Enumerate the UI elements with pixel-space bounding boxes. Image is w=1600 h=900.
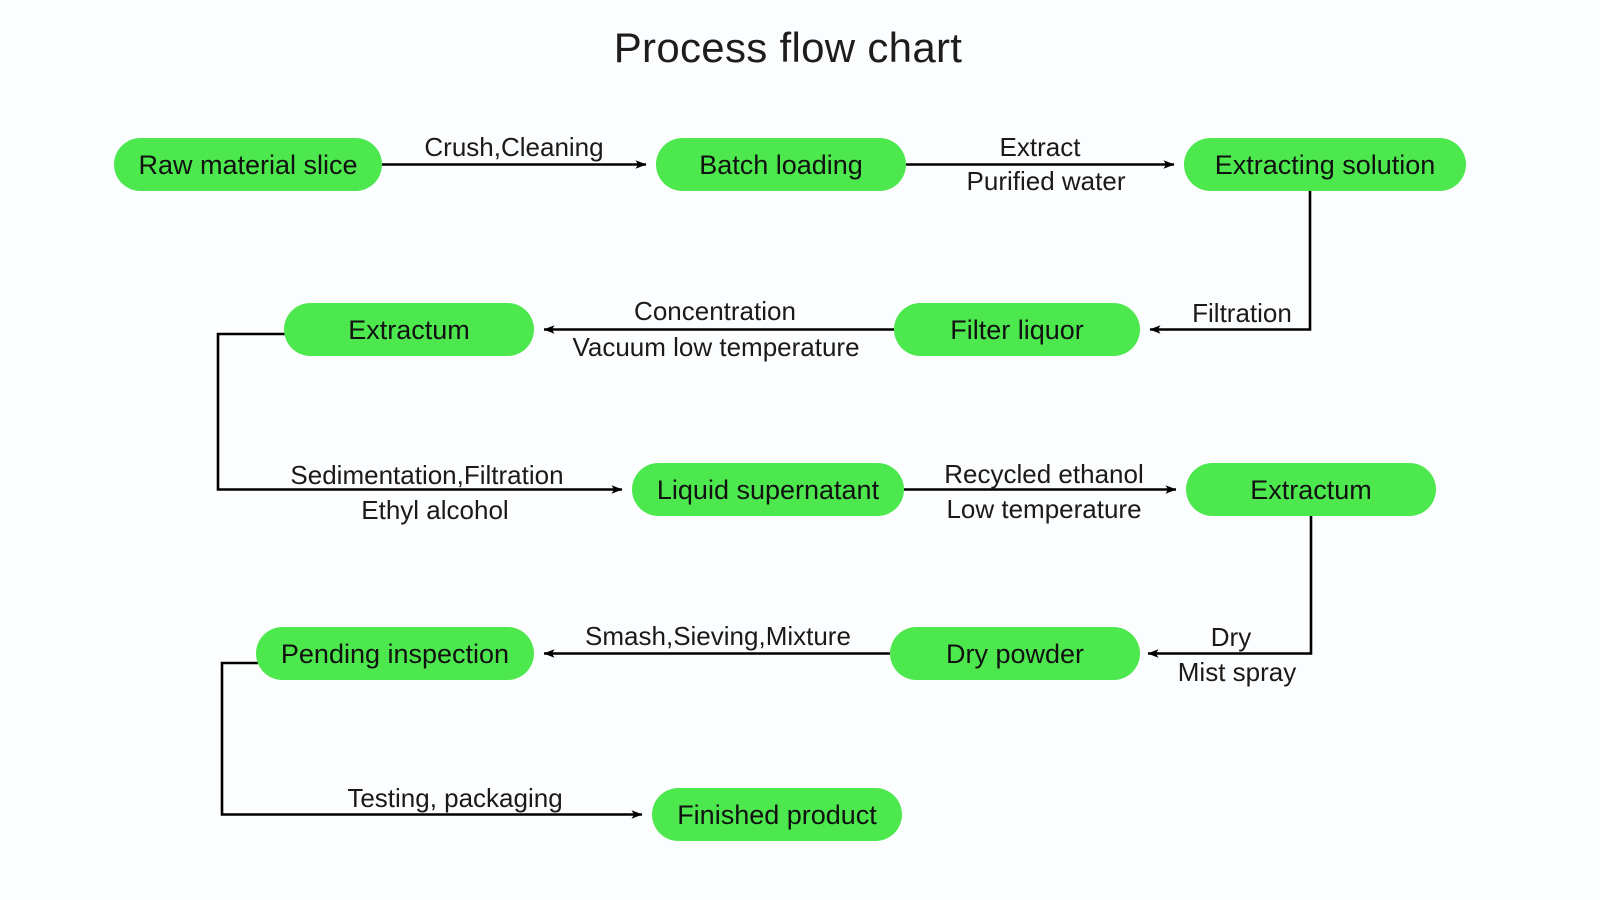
- node-liquid-supernatant[interactable]: Liquid supernatant: [632, 463, 904, 516]
- node-shape[interactable]: [894, 303, 1140, 356]
- node-extractum-1[interactable]: Extractum: [284, 303, 534, 356]
- node-label: Pending inspection: [281, 639, 509, 669]
- node-label: Dry powder: [946, 639, 1084, 669]
- node-shape[interactable]: [890, 627, 1140, 680]
- edge-label-below: Mist spray: [1178, 657, 1296, 687]
- node-shape[interactable]: [656, 138, 906, 191]
- node-dry-powder[interactable]: Dry powder: [890, 627, 1140, 680]
- edge-label-above: Recycled ethanol: [944, 459, 1143, 489]
- node-extracting-solution[interactable]: Extracting solution: [1184, 138, 1466, 191]
- node-shape[interactable]: [1186, 463, 1436, 516]
- node-filter-liquor[interactable]: Filter liquor: [894, 303, 1140, 356]
- edge-label-above: Smash,Sieving,Mixture: [585, 621, 851, 651]
- node-label: Extractum: [1250, 475, 1372, 505]
- edge-label-above: Concentration: [634, 296, 796, 326]
- edge-testing: Testing, packaging: [220, 661, 643, 819]
- edge-dry: Dry Mist spray: [1147, 516, 1313, 687]
- edge-concentration: Concentration Vacuum low temperature: [543, 296, 894, 362]
- edge-label-below: Low temperature: [946, 494, 1141, 524]
- edge-line: [220, 661, 643, 819]
- edge-label-above: Extract: [1000, 132, 1082, 162]
- edge-label-below: Purified water: [967, 166, 1126, 196]
- node-finished-product[interactable]: Finished product: [652, 788, 902, 841]
- edge-label-above: Testing, packaging: [347, 783, 562, 813]
- edge-label-below: Vacuum low temperature: [572, 332, 859, 362]
- edge-filtration: Filtration: [1149, 191, 1312, 334]
- edge-line: [1149, 191, 1312, 334]
- node-shape[interactable]: [652, 788, 902, 841]
- edge-extract: Extract Purified water: [906, 132, 1175, 196]
- edge-label-above: Dry: [1211, 622, 1251, 652]
- edge-recycled-ethanol: Recycled ethanol Low temperature: [904, 459, 1177, 524]
- edge-label-below: Ethyl alcohol: [361, 495, 508, 525]
- edge-crush-cleaning: Crush,Cleaning: [382, 132, 647, 169]
- node-label: Finished product: [677, 800, 877, 830]
- node-shape[interactable]: [632, 463, 904, 516]
- node-label: Filter liquor: [950, 315, 1084, 345]
- edge-line: [216, 332, 623, 494]
- node-label: Extractum: [348, 315, 470, 345]
- node-raw-material-slice[interactable]: Raw material slice: [114, 138, 382, 191]
- node-batch-loading[interactable]: Batch loading: [656, 138, 906, 191]
- edge-smash: Smash,Sieving,Mixture: [543, 621, 890, 658]
- edge-sedimentation: Sedimentation,Filtration Ethyl alcohol: [216, 332, 623, 525]
- node-shape[interactable]: [284, 303, 534, 356]
- node-label: Raw material slice: [138, 150, 357, 180]
- node-shape[interactable]: [114, 138, 382, 191]
- node-shape[interactable]: [1184, 138, 1466, 191]
- edge-line: [1147, 516, 1313, 658]
- node-label: Batch loading: [699, 150, 863, 180]
- page-title: Process flow chart: [614, 24, 963, 71]
- edge-label-above: Filtration: [1192, 298, 1292, 328]
- node-extractum-2[interactable]: Extractum: [1186, 463, 1436, 516]
- edge-label-above: Sedimentation,Filtration: [290, 460, 563, 490]
- node-shape[interactable]: [256, 627, 534, 680]
- node-label: Extracting solution: [1215, 150, 1436, 180]
- node-label: Liquid supernatant: [657, 475, 880, 505]
- node-pending-inspection[interactable]: Pending inspection: [256, 627, 534, 680]
- edge-label-above: Crush,Cleaning: [424, 132, 603, 162]
